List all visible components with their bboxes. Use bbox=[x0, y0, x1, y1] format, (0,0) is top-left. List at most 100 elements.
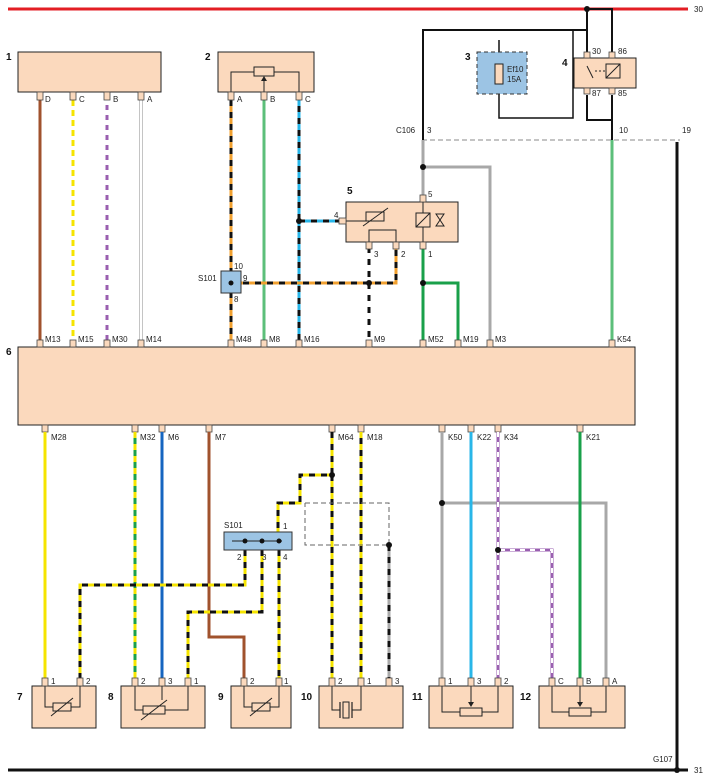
svg-text:M6: M6 bbox=[168, 433, 180, 442]
component-8-sensor-icon bbox=[134, 686, 189, 721]
svg-text:A: A bbox=[147, 95, 153, 104]
component-9-number: 9 bbox=[218, 692, 224, 703]
component-2-potentiometer-icon bbox=[230, 66, 300, 92]
svg-text:3: 3 bbox=[395, 677, 400, 686]
component-1-box bbox=[17, 51, 162, 93]
component-12-number: 12 bbox=[520, 692, 532, 703]
svg-text:C: C bbox=[79, 95, 85, 104]
svg-text:2: 2 bbox=[86, 677, 91, 686]
svg-text:3: 3 bbox=[427, 126, 432, 135]
c106-label: C106 bbox=[396, 126, 416, 135]
svg-text:85: 85 bbox=[618, 89, 627, 98]
component-11-potentiometer-icon bbox=[441, 686, 499, 717]
ground-g107-label: G107 bbox=[653, 755, 673, 764]
svg-text:M16: M16 bbox=[304, 335, 320, 344]
relay-box bbox=[573, 57, 637, 89]
svg-text:1: 1 bbox=[284, 677, 289, 686]
svg-text:M13: M13 bbox=[45, 335, 61, 344]
component-12-potentiometer-icon bbox=[551, 686, 607, 717]
svg-text:M30: M30 bbox=[112, 335, 128, 344]
svg-text:1: 1 bbox=[367, 677, 372, 686]
svg-text:30: 30 bbox=[592, 47, 601, 56]
svg-text:K54: K54 bbox=[617, 335, 632, 344]
component-4-number: 4 bbox=[562, 58, 568, 69]
ecu-box bbox=[17, 346, 636, 426]
svg-text:2: 2 bbox=[250, 677, 255, 686]
svg-text:5: 5 bbox=[428, 190, 433, 199]
rail-30-label: 30 bbox=[694, 5, 703, 14]
svg-text:3: 3 bbox=[477, 677, 482, 686]
svg-text:K50: K50 bbox=[448, 433, 463, 442]
component-2-number: 2 bbox=[205, 52, 211, 63]
svg-text:B: B bbox=[586, 677, 591, 686]
component-6-number: 6 bbox=[6, 347, 12, 358]
shield-dashed-outline bbox=[304, 502, 390, 546]
svg-text:19: 19 bbox=[682, 126, 691, 135]
svg-text:M15: M15 bbox=[78, 335, 94, 344]
component-7-number: 7 bbox=[17, 692, 23, 703]
relay-coil-icon bbox=[586, 63, 621, 79]
svg-text:1: 1 bbox=[448, 677, 453, 686]
svg-text:A: A bbox=[237, 95, 243, 104]
component-5-sensor-icon bbox=[346, 202, 445, 242]
svg-text:3: 3 bbox=[374, 250, 379, 259]
svg-text:2: 2 bbox=[141, 677, 146, 686]
relay-pins: 30 86 87 85 bbox=[583, 47, 627, 98]
component-11-number: 11 bbox=[412, 692, 423, 703]
svg-text:A: A bbox=[612, 677, 618, 686]
svg-text:10: 10 bbox=[234, 262, 243, 271]
svg-text:M18: M18 bbox=[367, 433, 383, 442]
svg-text:K21: K21 bbox=[586, 433, 601, 442]
component-5-box bbox=[345, 201, 459, 243]
splice-s101-lower-label: S101 bbox=[224, 521, 243, 530]
svg-text:M9: M9 bbox=[374, 335, 386, 344]
svg-text:Ef10: Ef10 bbox=[507, 65, 524, 74]
component-1-pins: D C B A bbox=[36, 91, 153, 104]
svg-text:M52: M52 bbox=[428, 335, 444, 344]
svg-text:B: B bbox=[270, 95, 275, 104]
svg-text:1: 1 bbox=[194, 677, 199, 686]
component-8-number: 8 bbox=[108, 692, 114, 703]
svg-text:M48: M48 bbox=[236, 335, 252, 344]
component-10-number: 10 bbox=[301, 692, 313, 703]
svg-text:K22: K22 bbox=[477, 433, 492, 442]
svg-text:M32: M32 bbox=[140, 433, 156, 442]
svg-text:4: 4 bbox=[334, 211, 339, 220]
svg-text:2: 2 bbox=[237, 553, 242, 562]
svg-text:M14: M14 bbox=[146, 335, 162, 344]
svg-text:2: 2 bbox=[504, 677, 509, 686]
component-5-pins: 5 4 3 2 1 bbox=[334, 190, 433, 259]
component-10-knock-sensor-icon bbox=[331, 686, 362, 719]
svg-text:B: B bbox=[113, 95, 118, 104]
svg-text:M28: M28 bbox=[51, 433, 67, 442]
svg-text:86: 86 bbox=[618, 47, 627, 56]
svg-text:M19: M19 bbox=[463, 335, 479, 344]
fuse-icon bbox=[494, 63, 504, 85]
svg-text:M3: M3 bbox=[495, 335, 507, 344]
svg-text:D: D bbox=[45, 95, 51, 104]
rail-31-label: 31 bbox=[694, 766, 703, 775]
svg-text:M8: M8 bbox=[269, 335, 281, 344]
svg-text:15A: 15A bbox=[507, 75, 522, 84]
svg-text:87: 87 bbox=[592, 89, 601, 98]
svg-text:9: 9 bbox=[243, 274, 248, 283]
ecu-top-pins: M13 M15 M30 M14 M48 M8 M16 M9 M52 M19 M3… bbox=[36, 335, 632, 348]
svg-text:2: 2 bbox=[338, 677, 343, 686]
svg-text:1: 1 bbox=[51, 677, 56, 686]
component-9-thermistor-icon bbox=[243, 686, 280, 717]
splice-s101-upper-label: S101 bbox=[198, 274, 217, 283]
component-3-number: 3 bbox=[465, 52, 471, 63]
component-12-box bbox=[538, 685, 626, 729]
svg-text:4: 4 bbox=[283, 553, 288, 562]
ecu-bottom-pins: M28 M32 M6 M7 M64 M18 K50 K22 K34 K21 bbox=[41, 424, 601, 442]
svg-text:10: 10 bbox=[619, 126, 628, 135]
component-2-pins: A B C bbox=[227, 91, 311, 104]
svg-text:8: 8 bbox=[234, 295, 239, 304]
svg-text:K34: K34 bbox=[504, 433, 519, 442]
svg-text:M7: M7 bbox=[215, 433, 227, 442]
svg-text:3: 3 bbox=[262, 553, 267, 562]
svg-text:2: 2 bbox=[401, 250, 406, 259]
svg-text:C: C bbox=[305, 95, 311, 104]
component-7-thermistor-icon bbox=[44, 686, 81, 717]
svg-text:1: 1 bbox=[283, 522, 288, 531]
